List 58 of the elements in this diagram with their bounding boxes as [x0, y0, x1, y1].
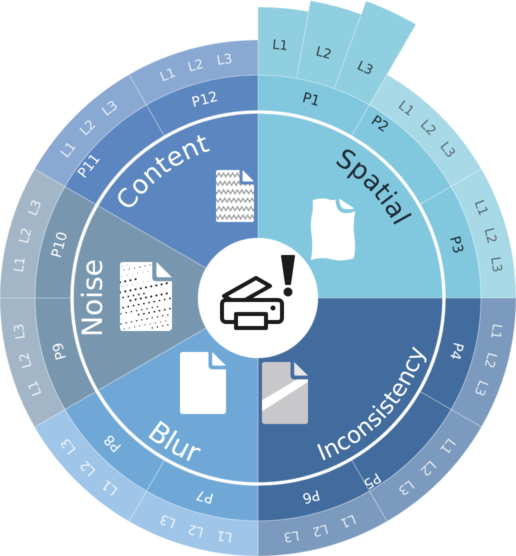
- outer-ring-segment: [128, 491, 259, 556]
- level-label: L2: [78, 456, 100, 478]
- segment-label: P7: [194, 486, 216, 506]
- outer-ring-segment: [258, 491, 387, 556]
- level-label: L3: [470, 378, 490, 398]
- protruding-tab: [258, 7, 309, 79]
- level-label: L2: [416, 118, 438, 140]
- level-label: L1: [100, 476, 121, 498]
- level-label: L1: [158, 66, 178, 86]
- level-label: L3: [26, 198, 46, 218]
- level-label: L1: [436, 435, 458, 456]
- outer-ring-segment: [34, 409, 147, 522]
- level-label: L3: [216, 52, 234, 69]
- segment-label: P1: [300, 90, 322, 110]
- outer-ring-segment: [0, 168, 65, 299]
- level-label: L2: [480, 226, 500, 246]
- ring-segment: [258, 75, 370, 136]
- outer-ring-segment: [0, 298, 65, 428]
- level-label: L1: [395, 98, 416, 120]
- segment-label: P5: [360, 468, 384, 492]
- level-label: L1: [470, 198, 490, 218]
- segment-label: P10: [48, 230, 72, 260]
- level-label: L3: [354, 58, 376, 79]
- segment-label: P9: [50, 340, 70, 362]
- level-label: L3: [282, 527, 300, 544]
- level-label: L1: [216, 527, 234, 544]
- level-label: L3: [395, 476, 416, 498]
- level-label: L3: [58, 435, 80, 456]
- segment-label: P6: [300, 486, 322, 506]
- level-label: L2: [16, 226, 36, 246]
- outer-ring-segment: [128, 40, 258, 105]
- level-label: L3: [158, 510, 178, 530]
- segment-label: P4: [446, 340, 466, 362]
- segment-label: P3: [446, 234, 466, 256]
- level-label: L1: [12, 256, 29, 274]
- level-label: L1: [487, 322, 504, 340]
- level-label: L3: [487, 256, 504, 274]
- level-label: L1: [338, 510, 358, 530]
- level-label: L3: [100, 98, 121, 120]
- level-label: L3: [436, 140, 458, 161]
- level-label: L1: [272, 38, 288, 54]
- segment-label: P8: [101, 431, 125, 455]
- outer-ring-segment: [451, 298, 516, 427]
- outer-ring-segment: [451, 168, 516, 298]
- sector-label: Noise: [76, 259, 109, 337]
- level-label: L2: [186, 520, 206, 540]
- level-label: L2: [416, 456, 438, 478]
- sector-label: Blur: [142, 414, 205, 470]
- level-label: L2: [186, 56, 206, 76]
- level-label: L2: [314, 44, 333, 63]
- level-label: L2: [78, 118, 100, 140]
- level-label: L1: [26, 378, 46, 398]
- level-label: L2: [310, 520, 330, 540]
- segment-label: P2: [368, 112, 392, 136]
- segment-label: P12: [190, 88, 220, 112]
- level-label: L2: [480, 350, 500, 370]
- level-label: L3: [12, 322, 29, 340]
- level-label: L2: [16, 350, 36, 370]
